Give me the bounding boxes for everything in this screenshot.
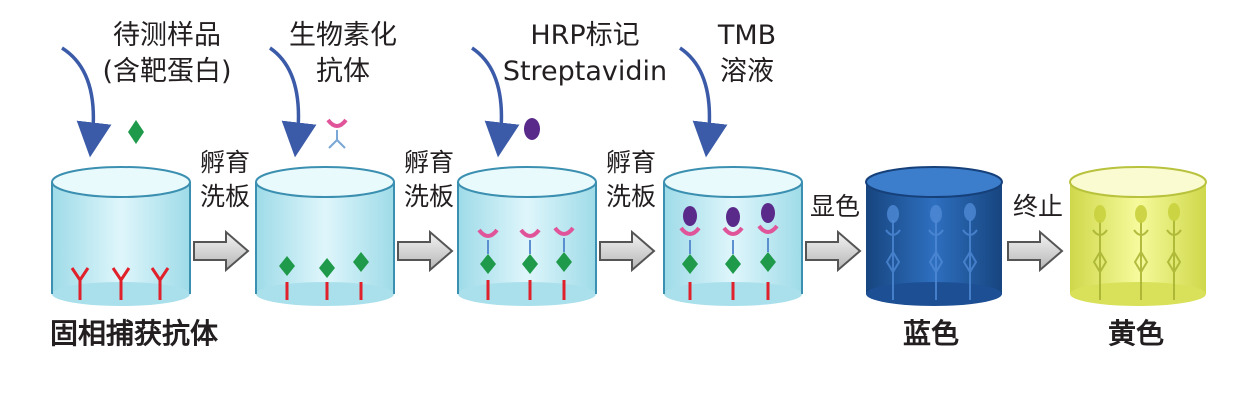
capture-antibody-label: 固相捕获抗体 bbox=[50, 317, 219, 350]
step-label-3: 孵育 洗板 bbox=[596, 146, 666, 214]
blue-label: 蓝色 bbox=[903, 317, 960, 350]
hrp-streptavidin-label: HRP标记 Streptavidin bbox=[490, 18, 680, 90]
step-label-5: 终止 bbox=[1003, 190, 1073, 224]
sample-label-line1: 待测样品 bbox=[113, 20, 221, 51]
step-label-1: 孵育 洗板 bbox=[190, 146, 260, 214]
well-2 bbox=[255, 166, 395, 306]
step-label-4: 显色 bbox=[800, 190, 870, 224]
step-label-2: 孵育 洗板 bbox=[394, 146, 464, 214]
step-1-line1: 孵育 bbox=[199, 148, 250, 177]
step-2-line1: 孵育 bbox=[403, 148, 454, 177]
well-5-blue bbox=[865, 166, 1003, 306]
well-6-yellow bbox=[1069, 166, 1207, 306]
step-arrow-2 bbox=[397, 229, 454, 273]
step-arrow-4 bbox=[805, 229, 862, 273]
well-3 bbox=[457, 166, 597, 306]
hrp-label-line2: Streptavidin bbox=[502, 56, 668, 87]
step-4-line1: 显色 bbox=[809, 192, 860, 221]
step-3-line2: 洗板 bbox=[605, 182, 656, 211]
step-5-line1: 终止 bbox=[1012, 192, 1063, 221]
curve-arrow-3 bbox=[471, 46, 520, 158]
hrp-label-line1: HRP标记 bbox=[530, 20, 640, 51]
streptavidin-icon bbox=[524, 118, 540, 140]
step-arrow-5 bbox=[1007, 229, 1064, 273]
sample-label: 待测样品 (含靶蛋白) bbox=[82, 18, 252, 90]
step-2-line2: 洗板 bbox=[403, 182, 454, 211]
sample-label-line2: (含靶蛋白) bbox=[102, 56, 232, 87]
step-arrow-3 bbox=[599, 229, 656, 273]
biotin-antibody-icon bbox=[326, 118, 348, 149]
step-1-line2: 洗板 bbox=[199, 182, 250, 211]
yellow-label: 黄色 bbox=[1108, 317, 1165, 350]
well-4 bbox=[663, 166, 803, 306]
antigen-icon bbox=[128, 120, 144, 144]
tmb-label-line2: 溶液 bbox=[720, 56, 774, 87]
step-3-line1: 孵育 bbox=[605, 148, 656, 177]
step-arrow-1 bbox=[193, 229, 250, 273]
curve-arrow-1 bbox=[61, 46, 112, 158]
tmb-label: TMB 溶液 bbox=[702, 18, 792, 90]
curve-arrow-4 bbox=[679, 46, 728, 158]
curve-arrow-2 bbox=[268, 46, 317, 158]
biotin-antibody-label-line1: 生物素化 bbox=[289, 20, 397, 51]
tmb-label-line1: TMB bbox=[717, 20, 777, 51]
well-1 bbox=[51, 166, 191, 306]
biotin-antibody-label: 生物素化 抗体 bbox=[268, 18, 418, 90]
biotin-antibody-label-line2: 抗体 bbox=[316, 56, 370, 87]
